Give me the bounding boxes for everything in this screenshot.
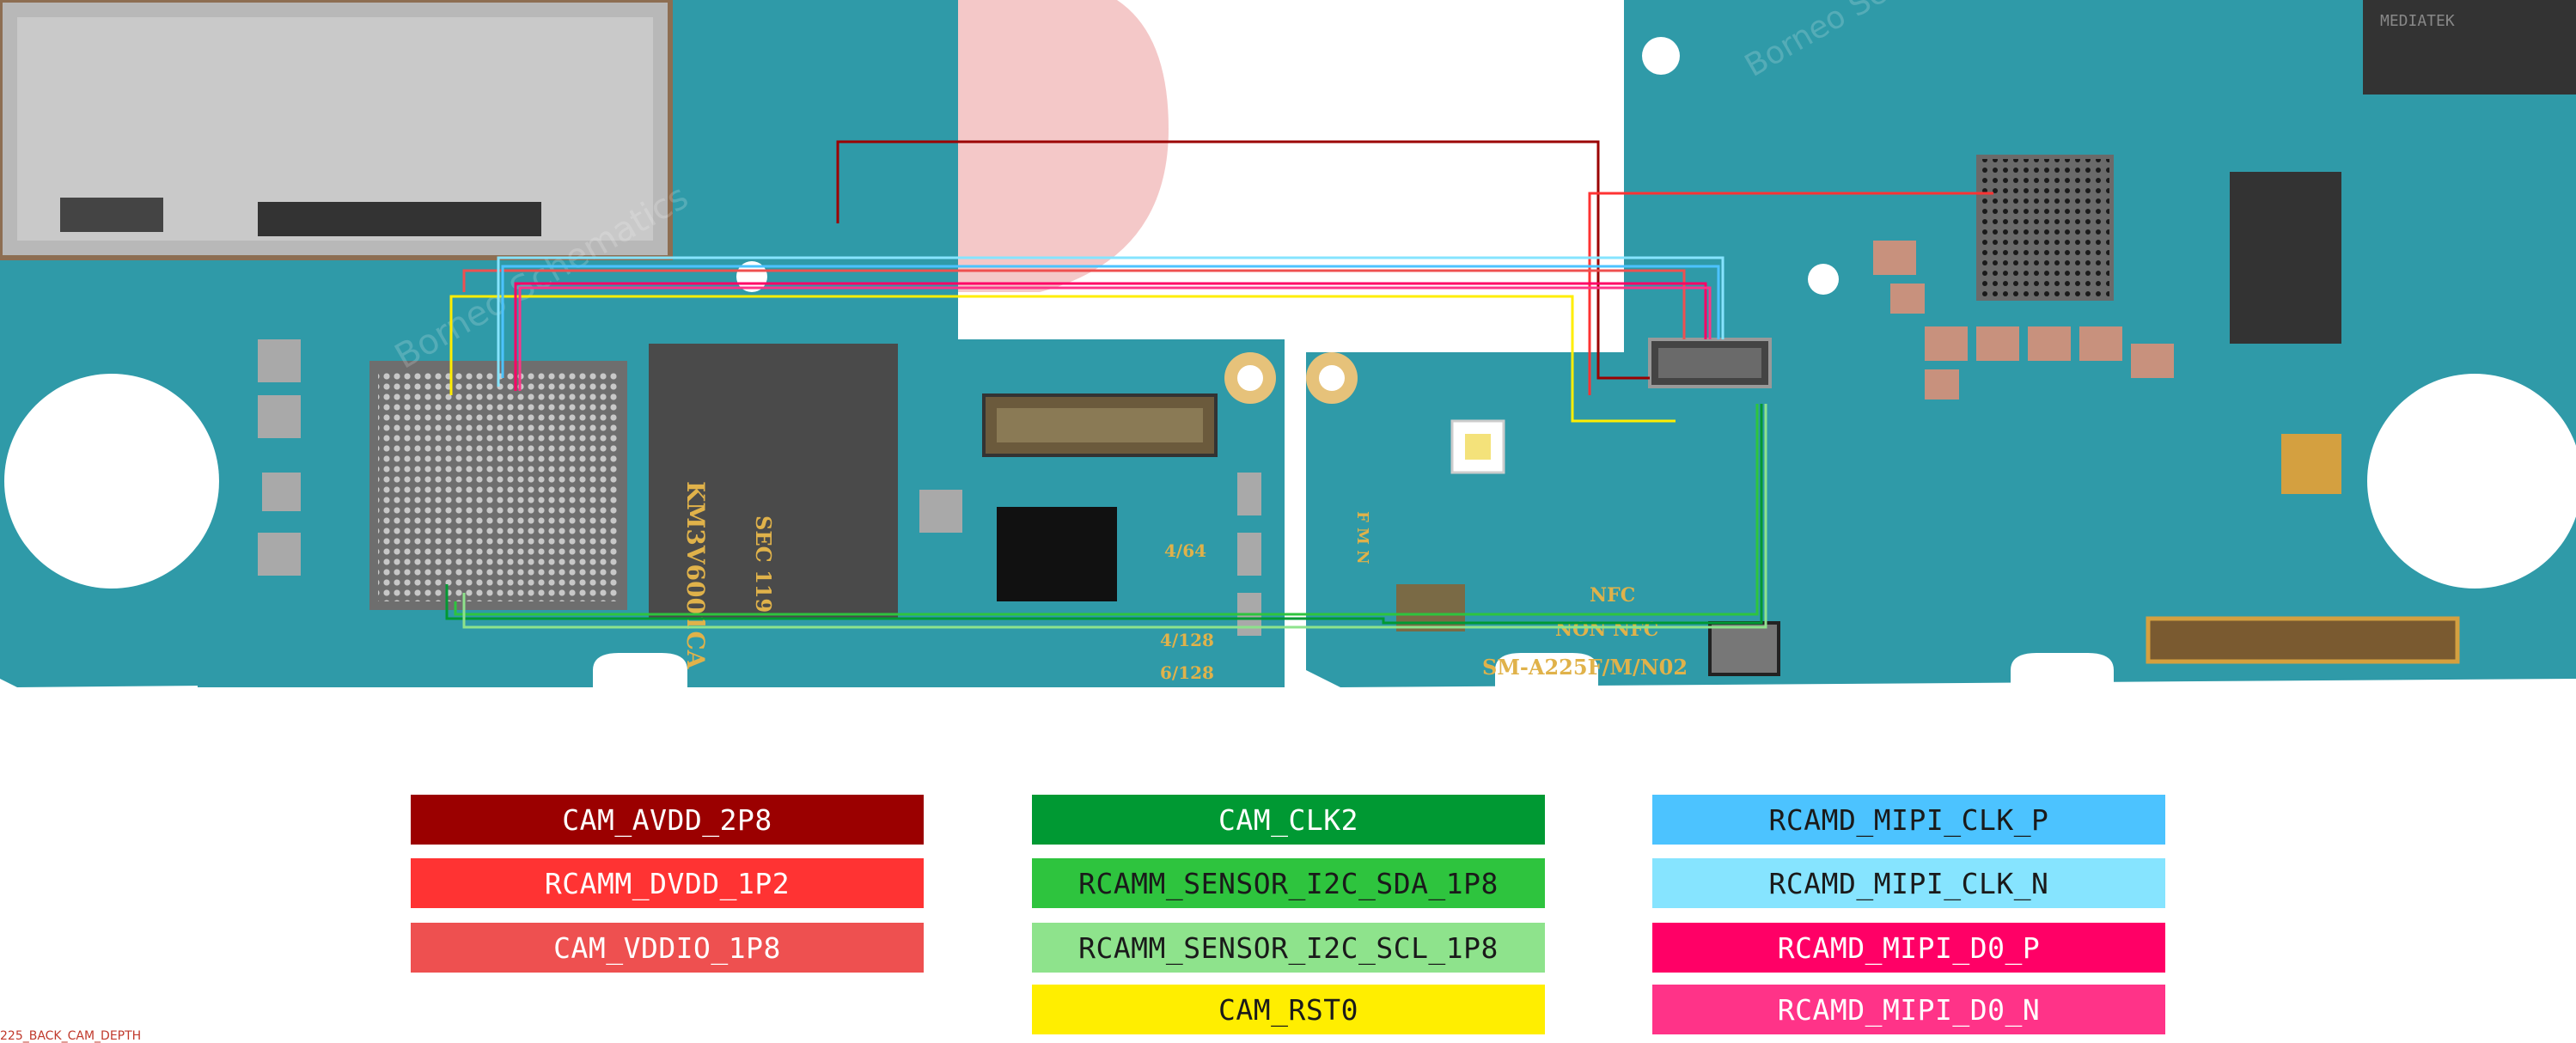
fpc-connector-right — [2146, 616, 2460, 664]
size-label-3: 6/128 — [1160, 662, 1214, 683]
memory-chip — [649, 344, 898, 619]
trace-cam-avdd — [836, 140, 1650, 380]
trace-scl — [462, 404, 1767, 629]
chip-marking: MEDIATEK — [2380, 12, 2455, 30]
trace-cam-clk2 — [445, 404, 1763, 625]
mount-hole-left — [4, 374, 219, 589]
size-label-2: 4/128 — [1160, 630, 1214, 650]
trace-rst — [449, 295, 1676, 423]
diagram-footnote: 225_BACK_CAM_DEPTH — [0, 1029, 142, 1043]
legend-chip-cam-vddio: CAM_VDDIO_1P8 — [411, 923, 924, 973]
pcb-board-image: KM3V6001CA SEC 119 MEDIATEK NFC NON NFC … — [0, 0, 2576, 687]
mount-hole-right — [2367, 374, 2576, 589]
legend-chip-mipi-clk-p: RCAMD_MIPI_CLK_P — [1652, 795, 2165, 845]
legend-chip-cam-rst0: CAM_RST0 — [1032, 985, 1545, 1034]
legend-chip-mipi-d0-n: RCAMD_MIPI_D0_N — [1652, 985, 2165, 1034]
model-label: SM-A225F/M/N02 — [1482, 655, 1688, 680]
small-chip — [997, 507, 1117, 601]
size-label-1: 4/64 — [1164, 540, 1206, 561]
legend-chip-mipi-d0-p: RCAMD_MIPI_D0_P — [1652, 923, 2165, 973]
trace-dvdd — [1588, 192, 1993, 395]
trace-vddio — [462, 269, 1686, 339]
nfc-label: NFC — [1590, 584, 1635, 607]
legend-chip-cam-avdd: CAM_AVDD_2P8 — [411, 795, 924, 845]
ic-marking-left: KM3V6001CA — [681, 481, 710, 670]
trace-mipi-clk-p — [501, 265, 1720, 378]
trace-mipi-d0-n — [518, 286, 1712, 391]
signal-traces — [445, 140, 1993, 629]
legend-chip-mipi-clk-n: RCAMD_MIPI_CLK_N — [1652, 858, 2165, 908]
legend-chip-cam-clk2: CAM_CLK2 — [1032, 795, 1545, 845]
fmn-label: F M N — [1353, 511, 1371, 564]
trace-mipi-d0-p — [514, 282, 1707, 391]
watermark-logo — [958, 0, 1169, 292]
trace-sda — [454, 404, 1759, 616]
ic-marking-sec: SEC 119 — [751, 515, 776, 613]
mediatek-chip — [2363, 0, 2576, 95]
legend-chip-rcamm-dvdd: RCAMM_DVDD_1P2 — [411, 858, 924, 908]
legend-chip-i2c-scl: RCAMM_SENSOR_I2C_SCL_1P8 — [1032, 923, 1545, 973]
trace-mipi-clk-n — [497, 256, 1724, 387]
legend-chip-i2c-sda: RCAMM_SENSOR_I2C_SDA_1P8 — [1032, 858, 1545, 908]
small-connector — [1708, 621, 1780, 676]
